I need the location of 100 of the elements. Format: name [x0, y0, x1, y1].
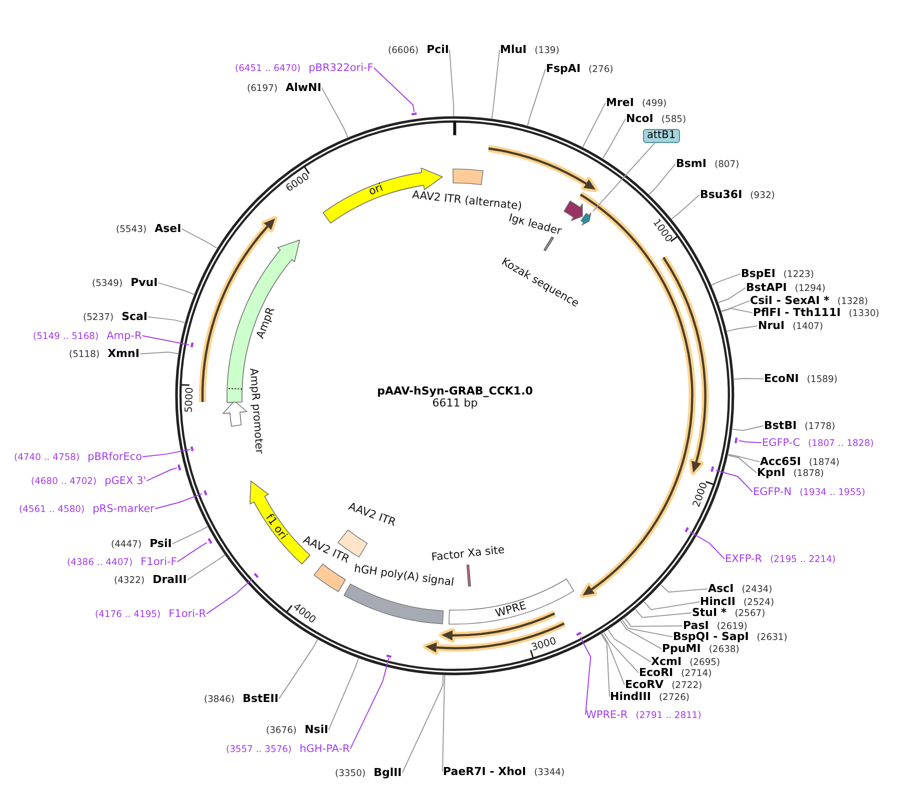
enzyme-name: HincII	[700, 596, 736, 608]
primer-name: pBR322ori-F	[308, 62, 374, 74]
leader-line	[602, 118, 626, 160]
cut-position: (1778)	[804, 422, 836, 432]
enzyme-name: StuI *	[692, 606, 727, 620]
cut-position: (1878)	[793, 468, 824, 480]
feature-label: f1 ori	[262, 512, 290, 542]
leader-line	[726, 325, 758, 332]
primer-position: (1934 .. 1955)	[800, 488, 866, 498]
cut-position: (276)	[588, 64, 614, 76]
enzyme-name: PpuMI	[662, 642, 701, 656]
cut-position: (2619)	[716, 622, 748, 632]
leader-line	[526, 68, 546, 127]
primer-name: Amp-R	[106, 330, 142, 342]
enzyme-name: BsmI	[676, 158, 706, 170]
cut-position: (585)	[661, 114, 686, 126]
primer-name: pGEX 3'	[104, 474, 146, 487]
leader-line	[186, 554, 226, 580]
leader-line	[402, 674, 444, 774]
leader-line	[139, 352, 180, 354]
leader-line	[732, 425, 764, 431]
feature-label: AAV2 ITR (alternate)	[412, 189, 522, 213]
leader-line	[148, 316, 186, 324]
cut-position: (5543)	[116, 224, 147, 236]
enzyme-name: BstBI	[764, 420, 797, 432]
enzyme-name: HindIII	[610, 690, 651, 704]
cut-position: (1874)	[808, 458, 840, 468]
enzyme-name: PsiI	[150, 538, 172, 550]
enzyme-name: EcoRV	[625, 678, 664, 692]
enzyme-name: BglII	[374, 766, 402, 780]
leader-line	[690, 531, 725, 560]
leader-line	[176, 542, 208, 562]
leader-line	[172, 526, 208, 544]
cut-position: (1328)	[837, 296, 868, 308]
primer-position: (4740 .. 4758)	[14, 452, 80, 464]
enzyme-name: BstEII	[242, 692, 278, 706]
scale-label: 5000	[184, 386, 196, 412]
primer-position: (6451 .. 6470)	[235, 64, 301, 74]
leader-line	[711, 273, 741, 286]
enzyme-name: Bsu36I	[700, 188, 742, 202]
primer-position: (1807 .. 1828)	[808, 438, 874, 450]
enzyme-name: AlwNI	[286, 82, 322, 94]
cut-position: (2434)	[742, 584, 772, 596]
cut-position: (4447)	[111, 540, 142, 550]
leader-line	[154, 493, 202, 510]
primer-position: (3557 .. 3576)	[226, 744, 292, 756]
enzyme-name: PaeR7I - XhoI	[443, 766, 526, 778]
cut-position: (1407)	[792, 322, 824, 332]
leader-line	[718, 287, 746, 304]
enzyme-name: NruI	[758, 320, 785, 332]
leader-line	[728, 454, 757, 474]
enzyme-name: Acc65I	[760, 456, 801, 468]
primer-position: (4176 .. 4195)	[95, 610, 161, 620]
leader-line	[328, 658, 360, 730]
cut-position: (139)	[534, 46, 560, 56]
enzyme-name: PvuI	[130, 276, 158, 290]
leader-line	[442, 674, 446, 772]
primer-position: (4561 .. 4580)	[19, 504, 85, 516]
enzyme-name: DraIII	[152, 574, 187, 586]
leader-line	[602, 633, 625, 686]
leader-line	[142, 335, 190, 346]
leader-line	[720, 300, 750, 312]
primer-name: F1ori-R	[168, 608, 206, 620]
leader-line	[158, 282, 196, 296]
feature-label: AAV2 ITR	[346, 500, 398, 530]
feature-label: hGH poly(A) signal	[353, 562, 455, 590]
cut-position: (4322)	[114, 576, 145, 586]
leader-line	[644, 601, 700, 610]
enzyme-name: NsiI	[304, 724, 328, 736]
leader-line	[660, 584, 708, 593]
feature-label: Factor Xa site	[430, 544, 506, 564]
enzyme-name: CsiI - SexAI *	[750, 294, 830, 308]
enzyme-name: ScaI	[122, 310, 148, 324]
leader-line	[491, 49, 500, 120]
leader-line	[142, 449, 190, 458]
cut-position: (2714)	[681, 668, 712, 680]
enzyme-name: MluI	[500, 44, 527, 56]
enzyme-name: NcoI	[626, 112, 654, 126]
primer-name: WPRE-R	[586, 708, 628, 721]
cut-position: (2524)	[744, 598, 774, 608]
primer-position: (2195 .. 2214)	[770, 554, 836, 566]
leader-line	[373, 67, 415, 112]
primer-position: (4386 .. 4407)	[67, 558, 133, 568]
feature-label: AAV2 ITR	[301, 534, 351, 566]
enzyme-name: BstAPI	[746, 282, 787, 294]
cut-position: (1223)	[783, 270, 814, 280]
primer-name: EGFP-C	[762, 436, 800, 449]
leader-line	[582, 102, 606, 148]
feature-label: AmpR	[254, 306, 278, 340]
cut-position: (3350)	[335, 768, 366, 780]
leader-line	[321, 87, 348, 138]
scale-label: 3000	[530, 636, 558, 655]
cut-position: (2695)	[690, 658, 720, 668]
primer-position: (4680 .. 4702)	[31, 476, 97, 488]
cut-position: (2567)	[734, 608, 766, 620]
enzyme-name: XcmI	[651, 656, 682, 668]
cut-position: (1589)	[806, 374, 838, 386]
scale-label: 2000	[691, 481, 710, 509]
leader-line	[206, 578, 253, 614]
cut-position: (1294)	[794, 284, 826, 294]
